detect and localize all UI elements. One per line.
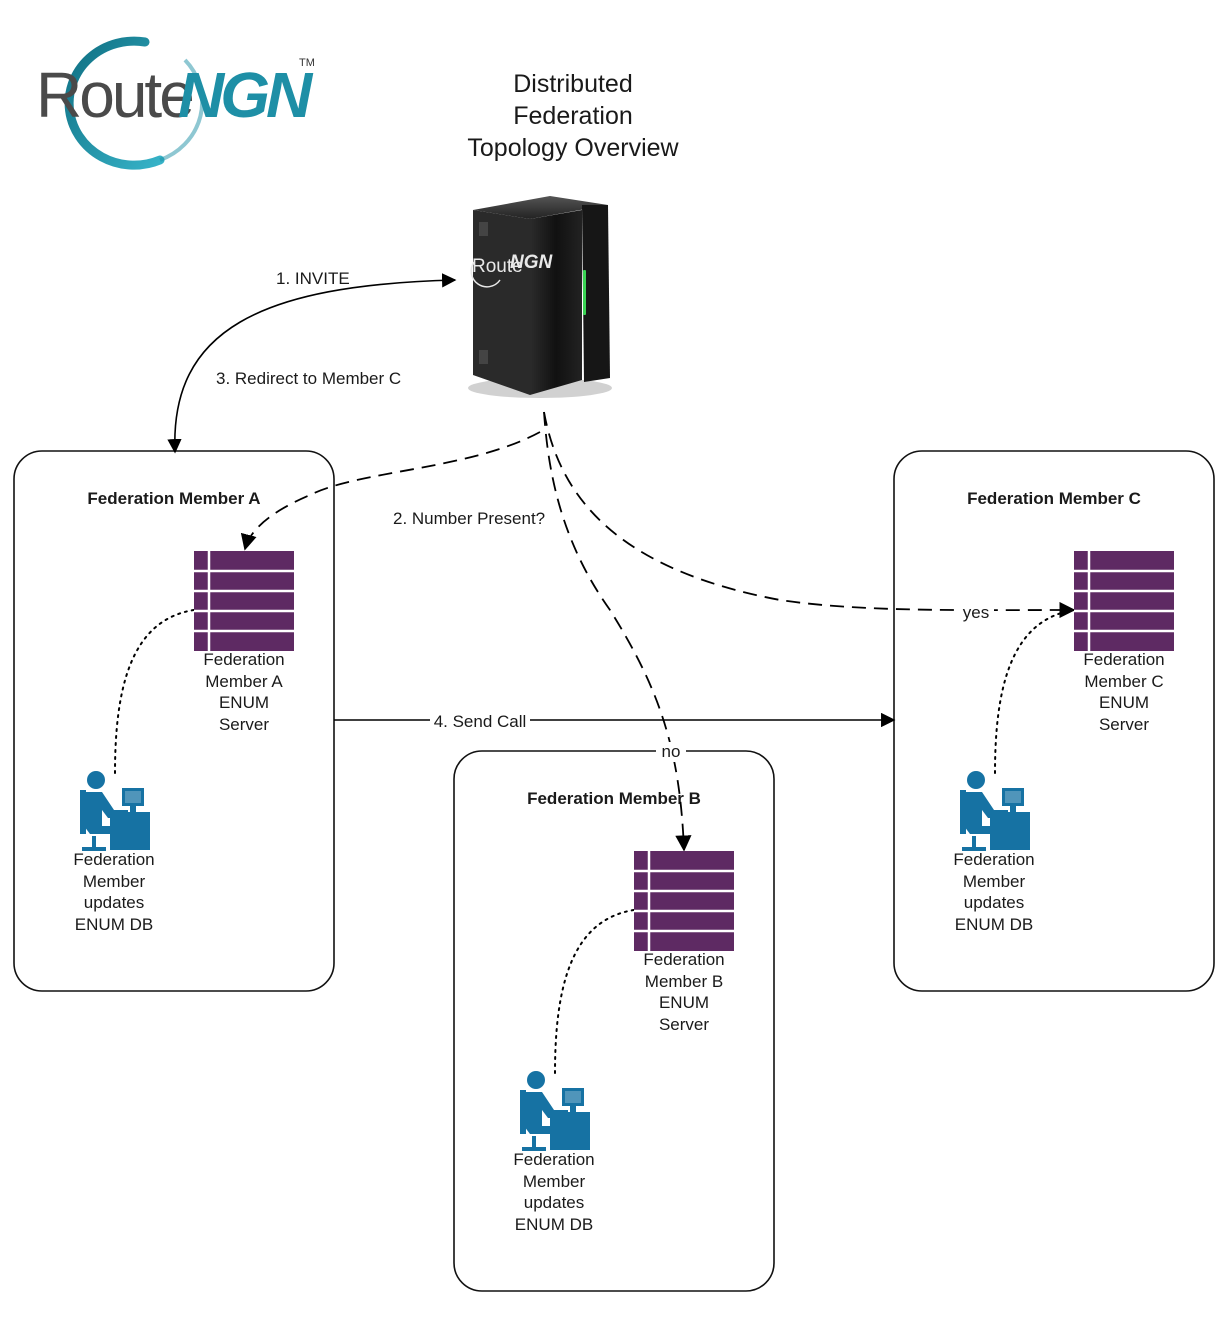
invite-label: 1. INVITE	[276, 269, 350, 288]
svg-text:ENUM DB: ENUM DB	[515, 1215, 593, 1234]
svg-text:updates: updates	[964, 893, 1025, 912]
send-call-label: 4. Send Call	[434, 712, 527, 731]
svg-text:Federation: Federation	[643, 950, 724, 969]
user-chair-post	[532, 1136, 536, 1148]
user-body	[524, 1092, 568, 1134]
svg-text:Federation: Federation	[73, 850, 154, 869]
member-b-server-label: Federation Member B ENUM Server	[643, 950, 724, 1034]
member-a-server-label: Federation Member A ENUM Server	[203, 650, 284, 734]
member-b-user-label: Federation Member updates ENUM DB	[513, 1150, 594, 1234]
user-chair-base	[962, 847, 986, 851]
user-chair-back	[80, 790, 86, 834]
user-monitor	[1002, 788, 1024, 806]
svg-text:Server: Server	[1099, 715, 1149, 734]
svg-text:Member A: Member A	[205, 672, 283, 691]
server-logo-route: Route	[472, 256, 523, 277]
svg-text:Member: Member	[83, 872, 146, 891]
user-chair-post	[972, 836, 976, 848]
logo-route-text: Route	[36, 59, 192, 131]
svg-text:Server: Server	[219, 715, 269, 734]
user-monitor-screen	[1005, 791, 1021, 803]
svg-text:ENUM: ENUM	[1099, 693, 1149, 712]
user-head	[967, 771, 985, 789]
logo-ring-icon	[64, 36, 165, 170]
no-label: no	[662, 742, 681, 761]
member-c-title: Federation Member C	[967, 489, 1141, 508]
svg-text:Server: Server	[659, 1015, 709, 1034]
member-a-user-icon	[80, 771, 150, 851]
member-a-update-edge	[114, 609, 195, 774]
member-b-update-edge	[554, 909, 635, 1074]
member-a-user-label: Federation Member updates ENUM DB	[73, 850, 154, 934]
member-c-box	[893, 450, 1215, 992]
member-c-enum-db-icon	[1074, 551, 1174, 651]
user-monitor-stand	[130, 806, 136, 812]
svg-text:Member: Member	[963, 872, 1026, 891]
svg-text:Federation: Federation	[953, 850, 1034, 869]
svg-text:ENUM: ENUM	[219, 693, 269, 712]
db-body	[1074, 551, 1174, 651]
member-c-user-icon	[960, 771, 1030, 851]
svg-text:Federation: Federation	[203, 650, 284, 669]
member-b-title: Federation Member B	[527, 789, 701, 808]
logo-tm-text: TM	[299, 57, 315, 69]
logo-ngn-text: NGN	[178, 59, 314, 131]
svg-text:updates: updates	[84, 893, 145, 912]
user-monitor-screen	[125, 791, 141, 803]
user-chair-base	[522, 1147, 546, 1151]
member-b-user-icon	[520, 1071, 590, 1151]
query-member-c-edge	[543, 411, 1076, 619]
svg-text:updates: updates	[524, 1193, 585, 1212]
user-monitor-screen	[565, 1091, 581, 1103]
routengn-server-icon: Route NGN	[468, 196, 612, 398]
member-c-server-label: Federation Member C ENUM Server	[1083, 650, 1164, 734]
user-monitor-stand	[570, 1106, 576, 1112]
query-member-b-edge	[543, 411, 692, 852]
member-b-enum-db-icon	[634, 851, 734, 951]
db-body	[634, 851, 734, 951]
user-desk	[110, 812, 150, 850]
svg-text:Member: Member	[523, 1172, 586, 1191]
user-desk	[990, 812, 1030, 850]
user-chair-base	[82, 847, 106, 851]
member-a-enum-db-icon	[194, 551, 294, 651]
yes-label: yes	[963, 603, 989, 622]
invite-redirect-edge	[167, 273, 457, 454]
user-chair-post	[92, 836, 96, 848]
user-head	[87, 771, 105, 789]
title-line-2: Federation	[513, 102, 633, 130]
svg-text:Federation: Federation	[1083, 650, 1164, 669]
svg-text:Member B: Member B	[645, 972, 723, 991]
user-body	[84, 792, 128, 834]
svg-text:ENUM DB: ENUM DB	[75, 915, 153, 934]
user-body	[964, 792, 1008, 834]
user-chair-back	[520, 1090, 526, 1134]
user-head	[527, 1071, 545, 1089]
db-body	[194, 551, 294, 651]
member-b-box	[453, 750, 775, 1292]
member-a-box	[13, 450, 335, 992]
number-present-label: 2. Number Present?	[393, 509, 545, 528]
diagram-title: Distributed Federation Topology Overview	[467, 70, 679, 162]
server-logo-ngn: NGN	[510, 252, 554, 273]
user-chair-back	[960, 790, 966, 834]
query-member-a-edge	[240, 431, 541, 551]
user-monitor-stand	[1010, 806, 1016, 812]
redirect-label: 3. Redirect to Member C	[216, 369, 401, 388]
routengn-logo: Route NGN TM	[36, 36, 318, 170]
title-line-1: Distributed	[513, 70, 633, 98]
member-a-title: Federation Member A	[87, 489, 260, 508]
svg-text:ENUM: ENUM	[659, 993, 709, 1012]
server-led-icon	[583, 270, 586, 315]
user-desk	[550, 1112, 590, 1150]
member-c-update-edge	[994, 609, 1075, 774]
user-monitor	[122, 788, 144, 806]
svg-text:Federation: Federation	[513, 1150, 594, 1169]
svg-text:Member C: Member C	[1084, 672, 1163, 691]
title-line-3: Topology Overview	[467, 134, 679, 162]
user-monitor	[562, 1088, 584, 1106]
member-c-user-label: Federation Member updates ENUM DB	[953, 850, 1034, 934]
svg-text:ENUM DB: ENUM DB	[955, 915, 1033, 934]
